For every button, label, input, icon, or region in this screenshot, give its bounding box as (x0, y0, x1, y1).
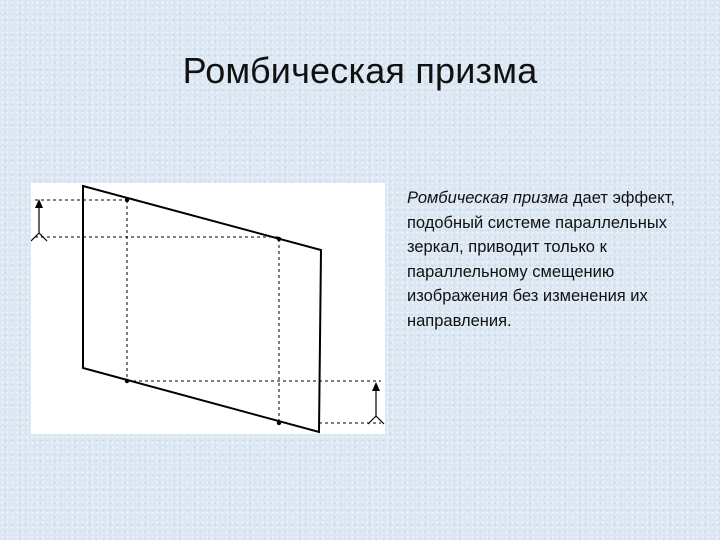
rhombic-prism-diagram (31, 183, 385, 434)
prism-outline (82, 184, 323, 434)
ray-path (35, 199, 381, 424)
slide-title: Ромбическая призма (182, 50, 538, 91)
prism-diagram-svg (31, 184, 385, 434)
description-text: Ромбическая призма дает эффект, подобный… (407, 186, 707, 334)
upward-arrow-icon (31, 199, 48, 242)
description-term: Ромбическая призма (407, 189, 569, 207)
upward-arrow-icon (367, 382, 385, 425)
description-rest: дает эффект, подобный системе параллельн… (407, 189, 675, 330)
reflection-points (124, 197, 282, 426)
